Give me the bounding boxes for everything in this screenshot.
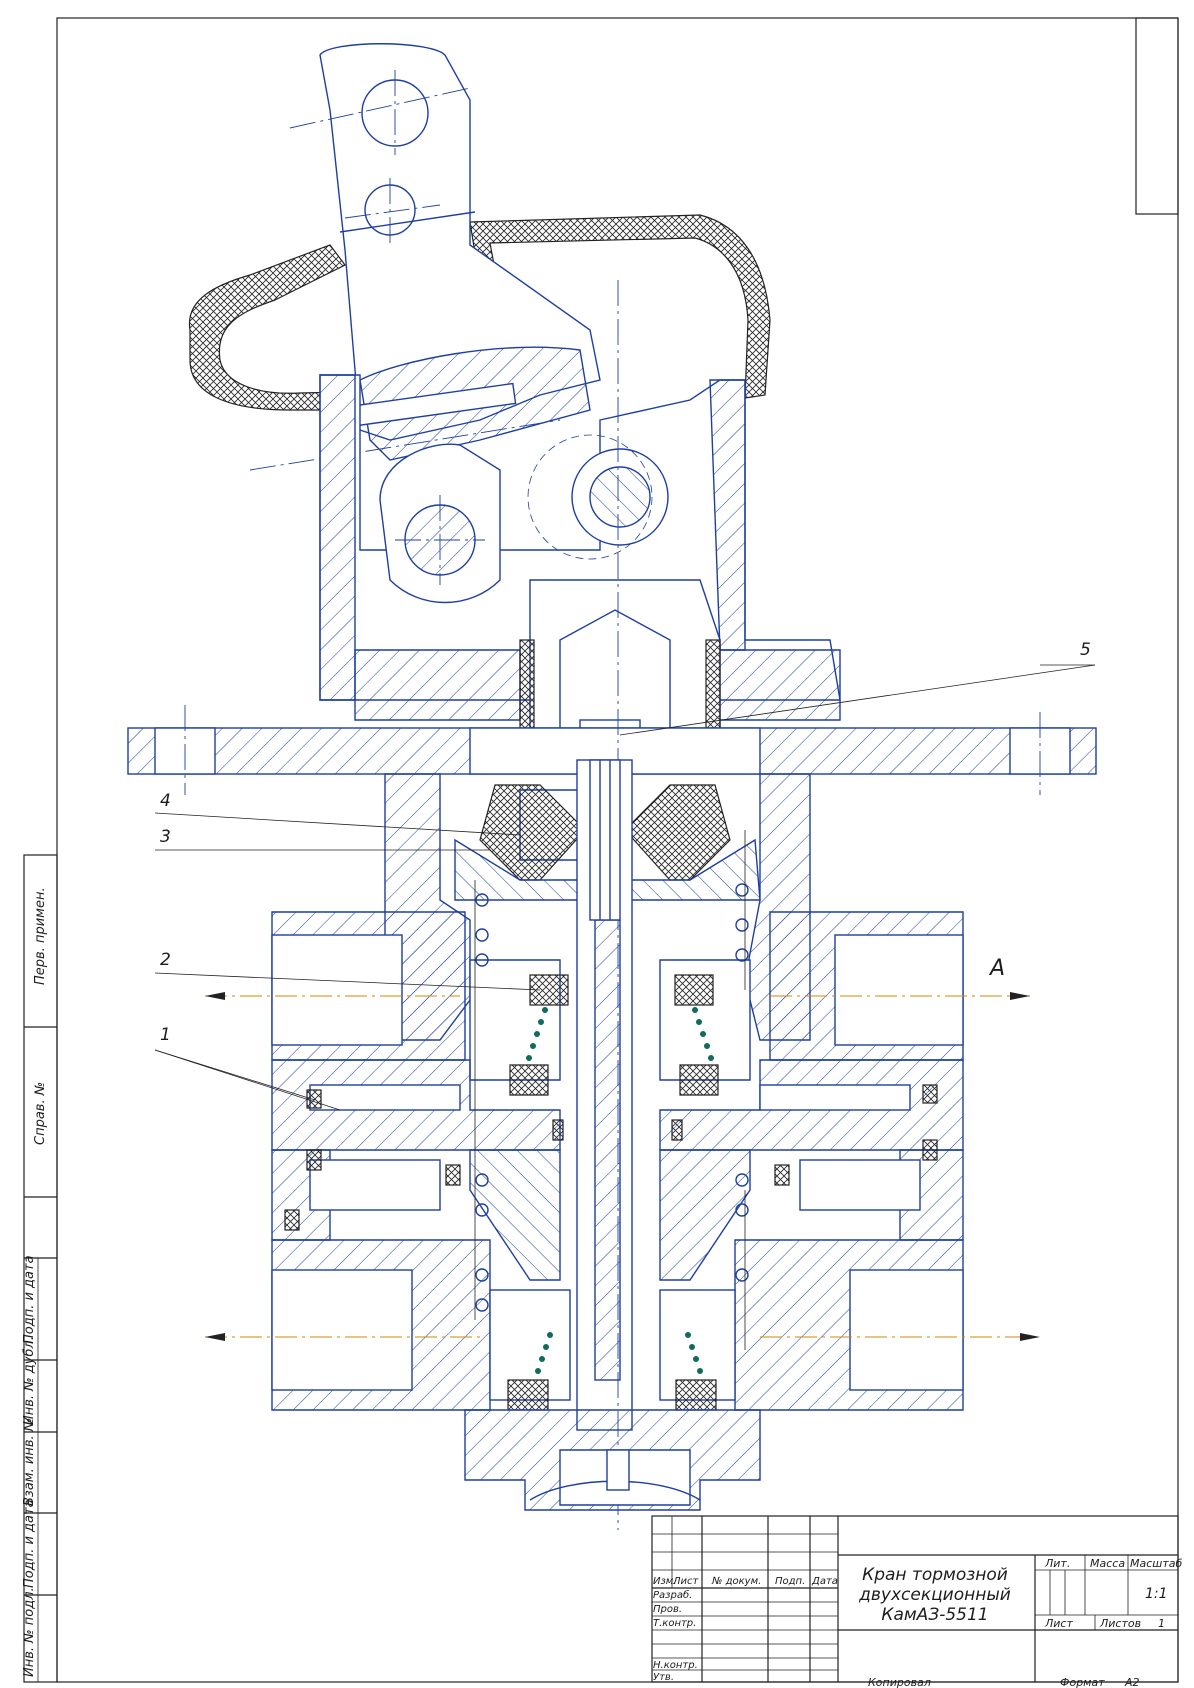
tb-role-prov: Пров.: [653, 1604, 682, 1615]
tb-role-tkontr: Т.контр.: [653, 1618, 696, 1629]
callout-2: 2: [160, 950, 171, 970]
seal-2-right: [674, 974, 714, 1006]
side-label-inv-podl: Инв. № подл.: [22, 1587, 37, 1677]
roller-path: [527, 434, 653, 560]
tb-mass-label: Масса: [1090, 1557, 1125, 1570]
tb-header-podp: Подп.: [775, 1576, 805, 1587]
tb-copied-label: Копировал: [868, 1676, 931, 1688]
port-lower-right: [849, 1269, 964, 1391]
side-label-perv-primen: Перв. примен.: [33, 887, 48, 985]
tb-lit-label: Лит.: [1044, 1557, 1070, 1570]
drawing-title-line-2: двухсекционный: [858, 1585, 1011, 1605]
tb-header-list: Лист: [672, 1576, 700, 1587]
drawing-title-line-1: Кран тормозной: [862, 1565, 1008, 1585]
tb-header-data: Дата: [811, 1576, 838, 1587]
tb-scale-value: 1:1: [1145, 1586, 1168, 1602]
tb-scale-label: Масштаб: [1130, 1557, 1182, 1570]
tb-role-razrab: Разраб.: [653, 1589, 692, 1601]
callout-5: 5: [1080, 640, 1091, 660]
tb-role-utv: Утв.: [653, 1672, 674, 1683]
rubber-boot-left: [188, 244, 346, 411]
side-label-vzam-inv: Взам. инв. №: [22, 1418, 37, 1506]
side-label-podp-data-1: Подп. и дата: [22, 1255, 37, 1344]
tb-header-ndoc: № докум.: [711, 1576, 761, 1587]
side-label-inv-dubl: Инв. № дубл.: [22, 1336, 37, 1425]
side-label-sprav: Справ. №: [33, 1082, 48, 1145]
roller-shaft: [589, 466, 651, 528]
lower-piston-left: [469, 1149, 561, 1281]
callout-leaders: [154, 664, 1096, 1111]
view-label-a: А: [988, 956, 1005, 981]
lever-assembly: [188, 43, 841, 761]
tb-format-value: А2: [1124, 1676, 1140, 1688]
tb-sheets-label: Листов: [1099, 1617, 1141, 1630]
lower-piston-right: [659, 1149, 751, 1281]
side-label-podp-data-2: Подп. и дата: [22, 1499, 37, 1588]
flow-arrows: А: [205, 956, 1040, 1341]
port-upper-right: [834, 934, 964, 1046]
mounting-flange: [127, 705, 1097, 795]
tb-header-izm: Изм.: [653, 1576, 677, 1587]
callout-3: 3: [160, 827, 171, 847]
port-upper-left: [271, 934, 403, 1046]
coil-springs: [475, 883, 749, 1312]
stem-rod: [594, 919, 621, 1381]
valve-body: [271, 280, 964, 1530]
tb-sheets-value: 1: [1158, 1617, 1165, 1630]
o-ring-1: [306, 1089, 322, 1109]
sheet-frame: [23, 17, 1179, 1683]
drawing-title-line-3: КамАЗ-5511: [881, 1605, 988, 1625]
springs: [526, 1007, 714, 1374]
tb-format-label: Формат: [1060, 1676, 1105, 1688]
housing-floor-left: [354, 649, 521, 721]
port-lower-left: [271, 1269, 413, 1391]
callout-1: 1: [160, 1025, 171, 1045]
side-stamp-labels: Перв. примен. Справ. № Подп. и дата Инв.…: [22, 887, 48, 1677]
callout-4: 4: [160, 791, 171, 811]
housing-wall-left: [319, 374, 356, 701]
tb-role-nkontr: Н.контр.: [653, 1660, 698, 1671]
title-block: [651, 1515, 1179, 1683]
piston-3: [454, 838, 761, 901]
tb-sheet-label: Лист: [1044, 1617, 1073, 1630]
